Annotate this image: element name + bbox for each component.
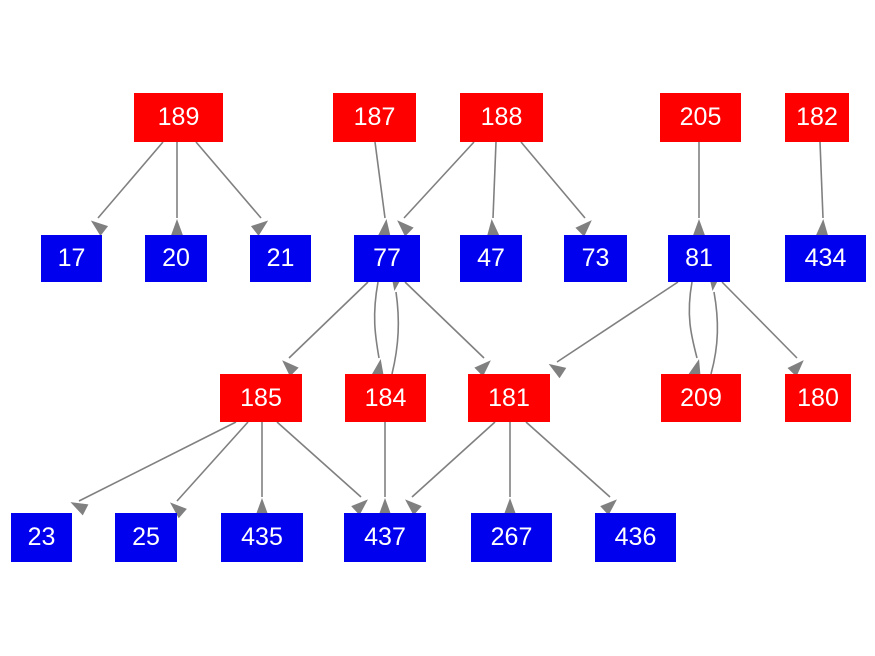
graph-node-189[interactable]: 189 (134, 93, 223, 142)
graph-edge-205-81 (692, 142, 706, 236)
node-label: 184 (364, 383, 407, 412)
graph-edge-81-209 (688, 281, 701, 378)
graph-edge-185-437 (276, 421, 368, 516)
graph-edge-77-184 (371, 281, 384, 377)
node-label: 182 (796, 103, 838, 131)
node-label: 435 (241, 523, 283, 551)
graph-node-181[interactable]: 181 (468, 374, 550, 422)
node-label: 81 (685, 244, 713, 272)
graph-edge-181-437 (405, 421, 496, 516)
graph-node-185[interactable]: 185 (220, 374, 302, 422)
graph-node-182[interactable]: 182 (785, 93, 849, 142)
graph-node-209[interactable]: 209 (661, 374, 741, 422)
graph-edge-187-77 (374, 141, 391, 237)
graph-node-188[interactable]: 188 (460, 93, 543, 142)
graph-edge-189-20 (170, 142, 184, 236)
graph-edge-185-25 (169, 421, 249, 519)
node-label: 77 (373, 244, 401, 272)
node-label: 47 (477, 244, 505, 272)
node-label: 23 (27, 523, 56, 551)
graph-edge-189-17 (90, 141, 164, 236)
graph-node-184[interactable]: 184 (345, 374, 426, 422)
graph-edge-188-47 (486, 141, 500, 237)
graph-edge-77-181 (404, 281, 491, 377)
graph-node-180[interactable]: 180 (785, 374, 851, 422)
node-label: 209 (680, 383, 722, 412)
node-label: 187 (353, 103, 396, 131)
graph-edge-81-181 (548, 281, 679, 379)
node-label: 17 (57, 244, 86, 272)
node-label: 189 (157, 103, 200, 131)
node-label: 25 (132, 523, 160, 551)
node-label: 436 (614, 523, 657, 551)
graph-node-77[interactable]: 77 (354, 235, 420, 282)
graph-edge-182-434 (815, 141, 829, 237)
node-label: 20 (162, 244, 190, 272)
graph-node-17[interactable]: 17 (41, 235, 102, 282)
graph-edge-185-435 (255, 422, 269, 515)
graph-node-23[interactable]: 23 (11, 513, 72, 562)
graph-node-25[interactable]: 25 (115, 513, 177, 562)
node-label: 185 (240, 383, 282, 412)
graph-edge-188-77 (397, 141, 475, 237)
graph-edge-181-267 (503, 422, 517, 515)
graph-node-267[interactable]: 267 (471, 513, 552, 562)
graph-edge-189-21 (195, 141, 269, 236)
graph-edge-184-437 (378, 422, 392, 515)
node-label: 180 (797, 383, 839, 412)
node-label: 21 (266, 244, 295, 272)
node-label: 267 (490, 523, 533, 551)
node-label: 73 (581, 244, 610, 272)
graph-node-437[interactable]: 437 (344, 513, 426, 562)
graph-edge-185-23 (70, 421, 237, 516)
graph-edge-209-81 (708, 273, 721, 375)
graph-edge-77-185 (282, 281, 369, 377)
graph-node-434[interactable]: 434 (785, 235, 866, 282)
graph-edge-184-77 (390, 273, 404, 375)
graph-node-81[interactable]: 81 (668, 235, 730, 282)
node-label: 181 (488, 383, 530, 412)
graph-node-73[interactable]: 73 (564, 235, 627, 282)
graph-node-187[interactable]: 187 (333, 93, 416, 142)
graph-node-205[interactable]: 205 (660, 93, 741, 142)
graph-node-435[interactable]: 435 (221, 513, 303, 562)
graph-edge-81-180 (721, 281, 804, 377)
graph-node-20[interactable]: 20 (145, 235, 207, 282)
node-label: 188 (480, 103, 523, 131)
graph-node-47[interactable]: 47 (460, 235, 522, 282)
node-label: 437 (364, 523, 406, 551)
graph-node-21[interactable]: 21 (250, 235, 311, 282)
node-label: 205 (679, 103, 722, 131)
graph-edge-188-73 (520, 141, 592, 237)
graph-node-436[interactable]: 436 (595, 513, 676, 562)
node-label: 434 (804, 244, 847, 272)
graph-edge-181-436 (525, 421, 617, 516)
